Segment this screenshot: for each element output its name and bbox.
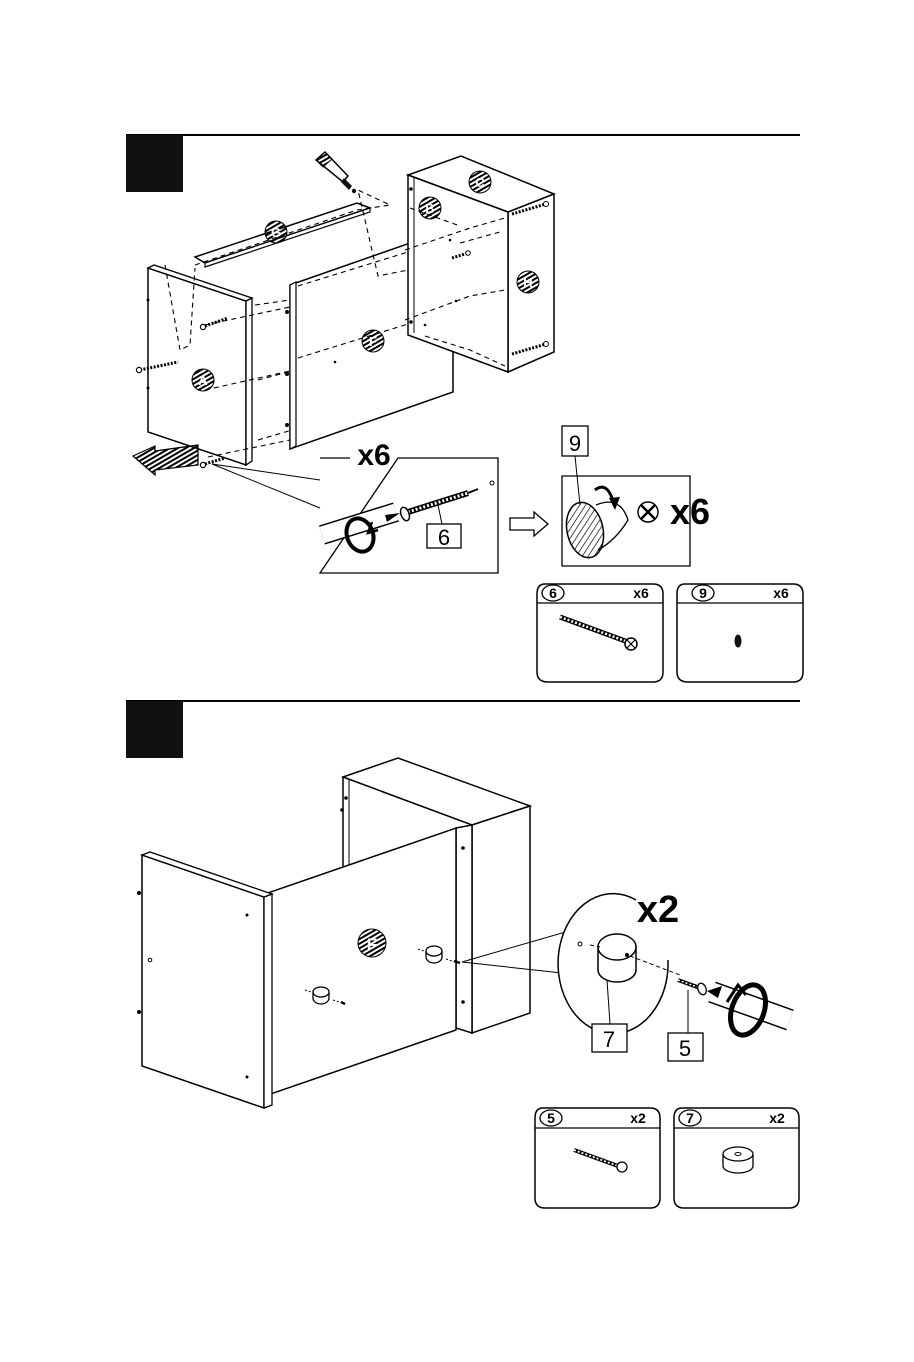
kit-box-screw-6: 6 x6 bbox=[537, 584, 663, 682]
detail-callout: x2 7 5 bbox=[558, 889, 790, 1061]
push-arrow-icon bbox=[133, 445, 198, 475]
screw-callout-box: x6 6 bbox=[320, 439, 498, 573]
step-1-marker bbox=[126, 135, 183, 192]
cap-callout-box: 9 x6 bbox=[562, 426, 710, 566]
detail-part-a: 7 bbox=[603, 1027, 615, 1052]
cap-icon bbox=[735, 635, 742, 648]
kit-part-no-5: 5 bbox=[547, 1110, 555, 1126]
step-2-marker bbox=[126, 701, 183, 758]
kit-part-no-9: 9 bbox=[699, 585, 707, 601]
kit-box-cylinder-7: 7 x2 bbox=[674, 1108, 799, 1208]
screw-callout-part-no: 6 bbox=[438, 525, 450, 550]
kit-qty-9: x6 bbox=[773, 585, 789, 601]
part-a-panel bbox=[148, 265, 252, 465]
kit-qty-6: x6 bbox=[633, 585, 649, 601]
kit-qty-7: x2 bbox=[769, 1110, 785, 1126]
step-1: C B G H F A x6 bbox=[126, 135, 803, 682]
part-label-c: C bbox=[475, 175, 485, 190]
screwdriver-2-icon bbox=[707, 980, 790, 1040]
glue-bottle-icon bbox=[316, 152, 356, 193]
part-label-b: B bbox=[425, 201, 434, 216]
kit-part-no-7: 7 bbox=[686, 1110, 694, 1126]
cap-quantity: x6 bbox=[670, 491, 710, 532]
step2-part-label-f: F bbox=[367, 935, 377, 954]
part-label-g: G bbox=[271, 225, 281, 240]
next-arrow-icon bbox=[510, 512, 548, 536]
kit-box-screw-5: 5 x2 bbox=[535, 1108, 660, 1208]
part-label-f: F bbox=[369, 334, 377, 349]
left-side-panel bbox=[137, 852, 272, 1108]
screw-quantity: x6 bbox=[357, 439, 390, 472]
part-f-back-panel: F bbox=[262, 828, 456, 1097]
cap-callout-part-no: 9 bbox=[569, 431, 581, 456]
detail-part-b: 5 bbox=[679, 1036, 691, 1061]
kit-box-cap-9: 9 x6 bbox=[677, 584, 803, 682]
part-label-h: H bbox=[523, 275, 532, 290]
kit-part-no-6: 6 bbox=[549, 585, 557, 601]
step-2: F x2 bbox=[126, 701, 800, 1208]
detail-quantity: x2 bbox=[637, 889, 679, 931]
callout-leader bbox=[212, 464, 320, 508]
part-label-a: A bbox=[198, 373, 208, 388]
kit-qty-5: x2 bbox=[630, 1110, 646, 1126]
